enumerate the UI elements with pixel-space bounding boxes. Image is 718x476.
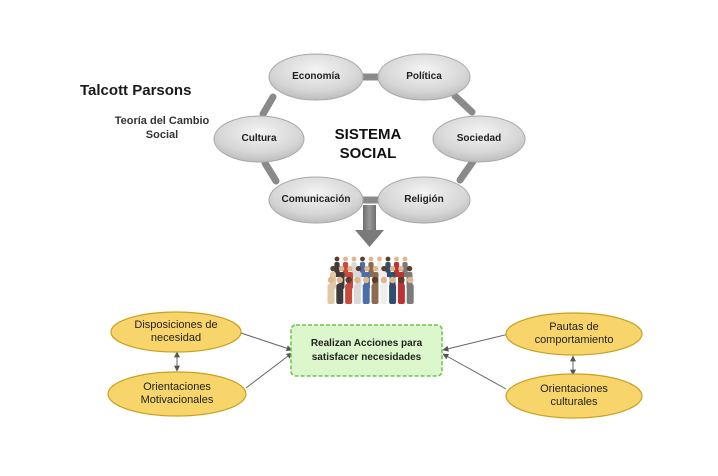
node-pautas-shape [505, 312, 643, 356]
page-subtitle: Teoría del Cambio Social [114, 115, 210, 141]
node-politica-label: Política [406, 71, 442, 82]
node-disposiciones-label: Disposiciones de necesidad [134, 319, 218, 344]
node-comunicacion-label: Comunicación [281, 194, 351, 205]
node-orient-motiv-label: Orientaciones Motivacionales [140, 381, 214, 406]
node-orient-cult-label: Orientaciones culturales [540, 383, 608, 408]
node-economia-shape [268, 53, 364, 101]
node-pautas-label: Pautas de comportamiento [534, 321, 614, 346]
node-religion-label: Religión [404, 194, 444, 205]
down-arrow-icon [355, 205, 384, 247]
system-ring-connectors [259, 73, 478, 204]
node-economia-label: Economía [292, 71, 340, 82]
system-nodes [213, 53, 526, 224]
node-politica-shape [377, 53, 471, 101]
action-box-shape [290, 324, 443, 377]
node-sociedad-label: Sociedad [456, 133, 502, 144]
node-comunicacion-shape [268, 176, 364, 224]
node-disposiciones-shape [110, 311, 242, 353]
node-cultura-label: Cultura [241, 133, 277, 144]
action-box-label: Realizan Acciones para satisfacer necesi… [310, 337, 423, 363]
node-sociedad-shape [432, 115, 526, 163]
yellow-nodes [107, 311, 643, 419]
node-religion-shape [377, 176, 471, 224]
crowd-icon [327, 256, 414, 304]
node-orient-cult-shape [505, 373, 643, 419]
node-orient-motiv-shape [107, 371, 247, 417]
node-cultura-shape [213, 115, 305, 163]
system-center-label: SISTEMA SOCIAL [334, 126, 402, 162]
page-title: Talcott Parsons [80, 82, 192, 99]
